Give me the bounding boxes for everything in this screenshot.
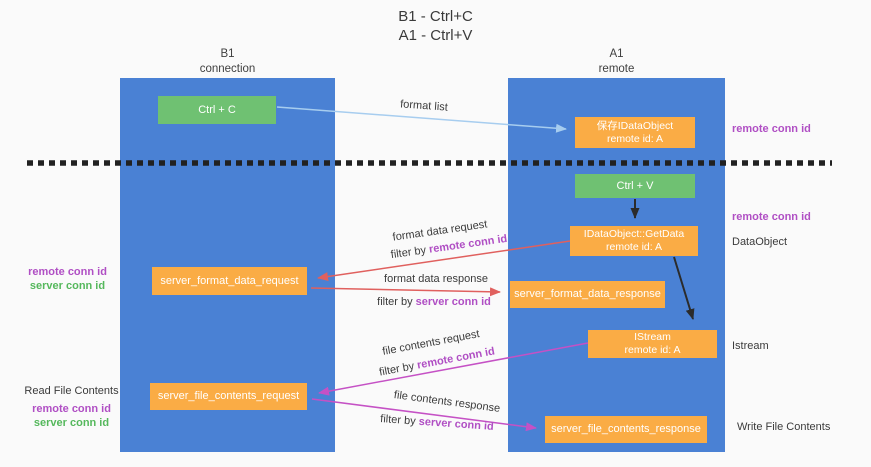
node-getdata-remote-id: remote id: A (605, 241, 663, 253)
title-line-2: A1 - Ctrl+V (398, 27, 473, 44)
lifeline-header-a1: A1 remote (508, 47, 725, 77)
server-conn-id-text: server conn id (415, 296, 491, 308)
node-getdata-title: IDataObject::GetData (583, 228, 685, 240)
filter-by-text: filter by (378, 360, 416, 379)
annotation-server-conn-id-left-1: server conn id (29, 280, 106, 292)
filter-by-text: filter by (390, 244, 427, 262)
filter-by-text: filter by (377, 296, 413, 308)
annotation-conn-ids-file: remote conn id server conn id (24, 402, 119, 430)
lifeline-header-b1: B1 connection (120, 47, 335, 77)
node-server-format-data-response-label: server_format_data_response (514, 288, 661, 300)
label-file-contents-response: file contents response (393, 389, 501, 415)
node-server-file-contents-response: server_file_contents_response (545, 416, 707, 443)
lifeline-a1-role: remote (598, 63, 635, 75)
annotation-remote-conn-id-left-1: remote conn id (28, 266, 107, 278)
label-filter-by-server-conn-id-2: filter by server conn id (380, 413, 494, 433)
node-ctrl-c: Ctrl + C (158, 96, 276, 124)
annotation-remote-conn-id-top: remote conn id (732, 123, 811, 135)
label-format-data-response: format data response (384, 273, 488, 285)
annotation-read-file-contents: Read File Contents (24, 385, 119, 397)
annotation-dataobject: DataObject (732, 236, 788, 248)
annotation-write-file-contents: Write File Contents (737, 421, 831, 433)
node-ctrl-c-label: Ctrl + C (198, 103, 236, 116)
arrow-format-data-response (310, 287, 501, 297)
lifeline-a1-name: A1 (609, 48, 624, 60)
lifeline-b1-name: B1 (220, 48, 235, 60)
node-istream-title: IStream (634, 331, 671, 343)
node-ctrl-v: Ctrl + V (575, 174, 695, 198)
lifeline-b1-role: connection (199, 63, 256, 75)
node-ctrl-v-label: Ctrl + V (616, 179, 654, 192)
label-filter-by-server-conn-id-1: filter by server conn id (377, 296, 491, 308)
annotation-istream: Istream (732, 340, 769, 352)
annotation-remote-conn-id-left-2: remote conn id (32, 403, 111, 415)
node-save-idataobject-remote-id: remote id: A (606, 132, 664, 145)
server-conn-id-text: server conn id (418, 415, 495, 433)
label-format-list: format list (399, 98, 449, 114)
annotation-conn-ids-format: remote conn id server conn id (20, 265, 115, 293)
filter-by-text: filter by (379, 413, 417, 428)
annotation-remote-conn-id-mid: remote conn id (732, 211, 811, 223)
node-server-file-contents-response-label: server_file_contents_response (551, 423, 701, 435)
node-server-file-contents-request-label: server_file_contents_request (157, 390, 300, 402)
node-save-idataobject-title: 保存IDataObject (596, 119, 674, 132)
node-idataobject-getdata: IDataObject::GetData remote id: A (570, 226, 698, 256)
diagram-title: B1 - Ctrl+C A1 - Ctrl+V (0, 7, 871, 45)
node-server-file-contents-request: server_file_contents_request (150, 383, 307, 410)
node-save-idataobject: 保存IDataObject remote id: A (575, 117, 695, 148)
annotation-server-conn-id-left-2: server conn id (33, 417, 110, 429)
node-server-format-data-request-label: server_format_data_request (160, 274, 299, 287)
title-line-1: B1 - Ctrl+C (398, 8, 473, 25)
node-istream: IStream remote id: A (588, 330, 717, 358)
node-server-format-data-response: server_format_data_response (510, 281, 665, 308)
node-server-format-data-request: server_format_data_request (152, 267, 307, 295)
node-istream-remote-id: remote id: A (624, 344, 681, 356)
